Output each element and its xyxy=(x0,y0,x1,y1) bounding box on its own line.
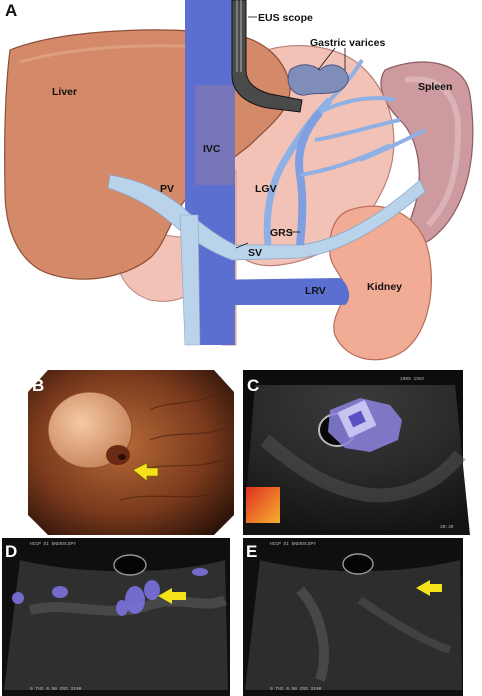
svg-text:HCCP DI ENDOSCOPY: HCCP DI ENDOSCOPY xyxy=(30,541,76,547)
panel-e-letter: E xyxy=(246,542,257,561)
arrow-indicator-d xyxy=(158,588,186,604)
color-scale xyxy=(246,487,280,523)
label-lgv: LGV xyxy=(255,183,277,195)
kidney xyxy=(329,205,432,361)
panel-c-letter: C xyxy=(247,376,259,395)
arrow-indicator-b xyxy=(132,462,159,482)
label-lrv: LRV xyxy=(305,285,326,297)
panel-b: B xyxy=(28,370,234,535)
label-ivc: IVC xyxy=(203,143,221,155)
label-spleen: Spleen xyxy=(418,81,452,93)
panel-a-letter: A xyxy=(5,1,17,20)
portal-vein xyxy=(107,174,426,261)
svg-text:0 THI 0.50 CRS 3100: 0 THI 0.50 CRS 3100 xyxy=(30,686,82,692)
label-grs: GRS xyxy=(270,227,293,239)
panel-b-letter: B xyxy=(32,376,44,395)
left-renal-vein xyxy=(200,278,350,305)
doppler-signal-c xyxy=(328,398,402,452)
panel-c: 100% 15Hz 30:30 C xyxy=(243,370,470,535)
panel-e: HCCP DI ENDOSCOPY 0 THI 0.50 CRS 3100 E xyxy=(243,538,463,696)
gastric-varices xyxy=(287,64,349,96)
panel-a: A xyxy=(4,0,474,361)
eus-scope xyxy=(231,0,303,113)
arrow-indicator-e xyxy=(416,580,442,596)
label-kidney: Kidney xyxy=(367,281,402,293)
label-eus-scope: EUS scope xyxy=(258,12,313,24)
svg-text:100% 15Hz: 100% 15Hz xyxy=(400,376,425,382)
svg-text:0 THI 0.50 CRS 3100: 0 THI 0.50 CRS 3100 xyxy=(270,686,322,692)
label-sv: SV xyxy=(248,247,262,259)
label-liver: Liver xyxy=(52,86,77,98)
doppler-signal-d xyxy=(12,568,208,616)
svg-text:HCCP DI ENDOSCOPY: HCCP DI ENDOSCOPY xyxy=(270,541,316,547)
panel-d: HCCP DI ENDOSCOPY 0 THI 0.50 CRS 3100 D xyxy=(2,538,230,696)
label-pv: PV xyxy=(160,183,174,195)
svg-text:30:30: 30:30 xyxy=(440,524,454,530)
label-gastric-varices: Gastric varices xyxy=(310,37,385,49)
panel-d-letter: D xyxy=(5,542,17,561)
